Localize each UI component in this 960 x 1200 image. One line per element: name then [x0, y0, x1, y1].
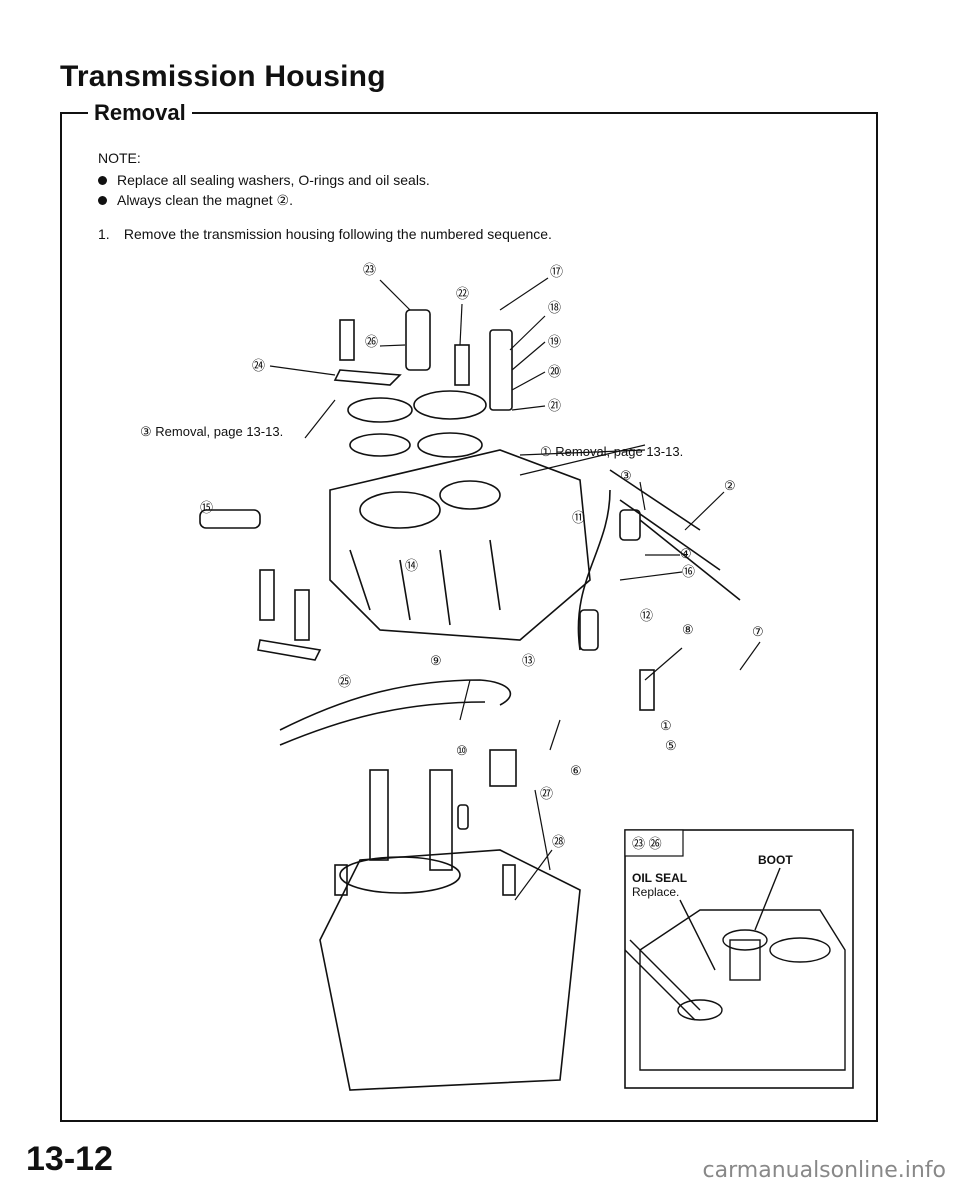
frame-rule-left [60, 112, 88, 114]
step-number: 1. [98, 226, 110, 242]
callout-20: ⑳ [548, 364, 561, 379]
clutch-housing [319, 849, 581, 1091]
breather-tube [577, 489, 611, 651]
housing-upper [329, 449, 591, 641]
removal-ref-left: ③ Removal, page 13-13. [140, 424, 283, 439]
callout-24: ㉔ [252, 358, 265, 373]
page-number: 13-12 [26, 1140, 113, 1178]
bolt [454, 344, 470, 386]
callout-10: ⑩ [456, 743, 468, 758]
callout-2: ② [724, 478, 736, 493]
dowel-pin [457, 804, 469, 830]
callout-26: ㉖ [365, 334, 378, 349]
callout-12: ⑫ [640, 608, 653, 623]
content-frame [60, 112, 878, 1122]
housing-bore [439, 480, 501, 510]
wire-harness [279, 701, 486, 746]
boot-label: BOOT [758, 853, 793, 867]
detent-spring [619, 509, 641, 541]
oil-seal-note: Replace. [632, 885, 679, 899]
plug [405, 309, 431, 371]
bolt [294, 589, 310, 641]
callout-28: ㉘ [552, 834, 565, 849]
bracket [639, 669, 655, 711]
callout-18: ⑱ [548, 300, 561, 315]
gear-set [339, 856, 461, 894]
callout-14: ⑭ [405, 558, 418, 573]
note-block: NOTE: Replace all sealing washers, O-rin… [98, 148, 430, 210]
bullet-icon [98, 175, 107, 185]
callout-4: ④ [680, 546, 692, 561]
inset-detail: ㉓ ㉖ BOOT OIL SEAL Replace. [624, 829, 854, 1089]
bearing [417, 432, 483, 458]
note-label: NOTE: [98, 150, 141, 166]
callout-13: ⑬ [522, 653, 535, 668]
callout-21: ㉑ [548, 398, 561, 413]
shift-rods [609, 469, 741, 601]
callout-19: ⑲ [548, 334, 561, 349]
bearing [413, 390, 487, 420]
callout-25: ㉕ [338, 674, 351, 689]
housing-bore [359, 491, 441, 529]
callout-16: ⑯ [682, 564, 695, 579]
mainshaft [369, 769, 389, 861]
exploded-view-diagram: ㉓ ㉒ ⑰ ⑱ ⑲ ⑳ ㉑ ㉖ ㉔ ③ ② ⑪ ④ ⑯ ⑫ ⑧ ⑦ ① ⑤ ⑥ … [140, 262, 854, 1091]
note-text: Always clean the magnet ②. [117, 192, 293, 208]
step-text: Remove the transmission housing followin… [123, 226, 552, 242]
bullet-icon [98, 195, 107, 205]
dowel-pin [334, 864, 348, 896]
note-text: Replace all sealing washers, O-rings and… [117, 172, 430, 188]
dowel-pin [502, 864, 516, 896]
back-up-switch [199, 509, 261, 529]
callout-11: ⑪ [572, 510, 585, 525]
callout-9: ⑨ [430, 653, 442, 668]
callout-22: ㉒ [456, 286, 469, 301]
magnet [489, 749, 517, 787]
bolt [339, 319, 355, 361]
snap-ring [347, 397, 413, 423]
frame-rule-right [190, 112, 878, 114]
callout-17: ⑰ [550, 264, 563, 279]
callout-8: ⑧ [682, 622, 694, 637]
lock-plate [333, 369, 402, 386]
wire-harness [279, 679, 512, 731]
detent-spring [579, 609, 599, 651]
oil-seal-label: OIL SEAL [632, 871, 687, 885]
page-title: Transmission Housing [60, 60, 386, 93]
step-1: 1. Remove the transmission housing follo… [98, 226, 552, 242]
note-item: Replace all sealing washers, O-rings and… [98, 170, 430, 190]
callout-15: ⑮ [200, 500, 213, 515]
callout-23: ㉓ [363, 262, 376, 277]
section-heading: Removal [88, 100, 192, 126]
callout-7: ⑦ [752, 624, 764, 639]
callout-5: ⑤ [665, 738, 677, 753]
housing-ribs [349, 539, 501, 626]
callout-27: ㉗ [540, 786, 553, 801]
watermark: carmanualsonline.info [702, 1158, 946, 1183]
snap-ring [349, 433, 411, 457]
callout-3: ③ [620, 468, 632, 483]
inset-header: ㉓ ㉖ [632, 836, 662, 851]
spring-stack [489, 329, 513, 411]
bolt [259, 569, 275, 621]
callout-6: ⑥ [570, 763, 582, 778]
countershaft [429, 769, 453, 871]
bracket-plate [257, 639, 322, 661]
removal-ref-right: ① Removal, page 13-13. [540, 444, 683, 459]
callout-1: ① [660, 718, 672, 733]
note-item: Always clean the magnet ②. [98, 190, 430, 210]
